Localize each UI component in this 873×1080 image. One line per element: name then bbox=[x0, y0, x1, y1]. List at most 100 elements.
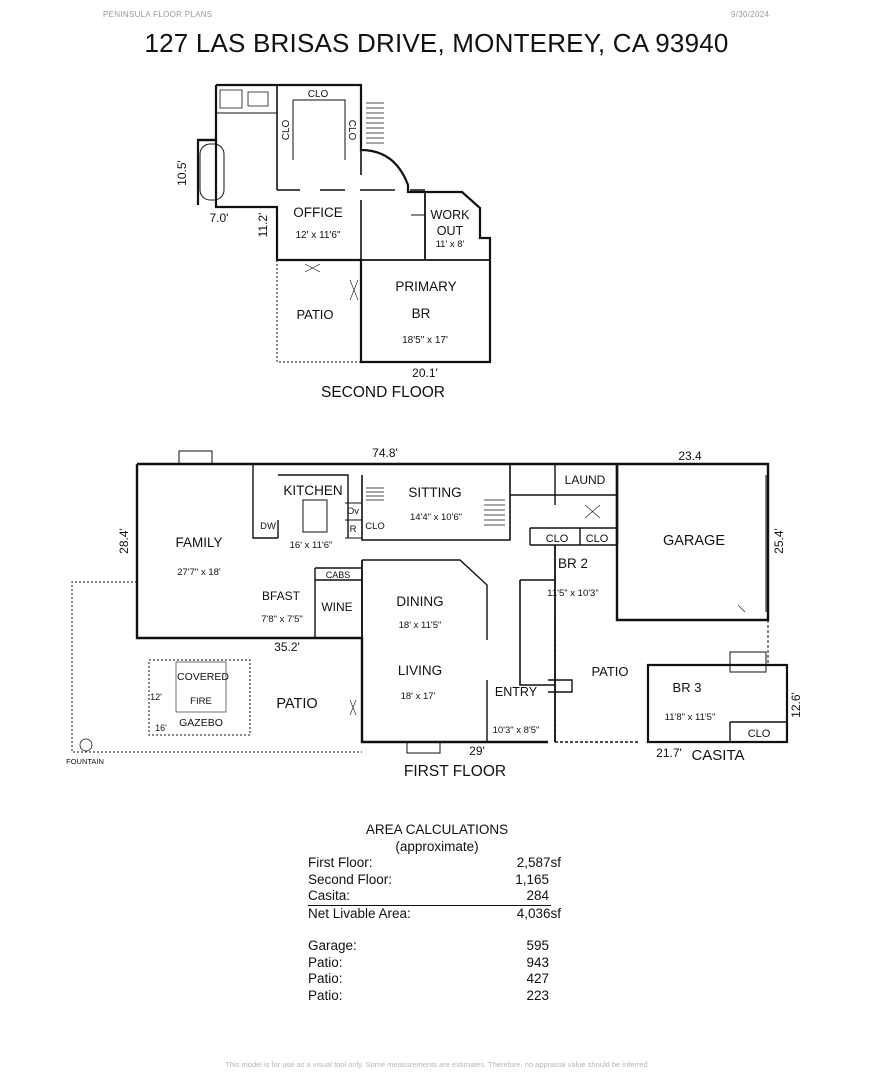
area-row-value: 4,036sf bbox=[516, 905, 561, 921]
living-label: LIVING bbox=[398, 663, 442, 678]
br2-dims: 11'5" x 10'3" bbox=[547, 588, 598, 599]
br3-clo-label: CLO bbox=[748, 728, 771, 740]
property-address: 127 LAS BRISAS DRIVE, MONTEREY, CA 93940 bbox=[144, 28, 729, 58]
cabs-label: CABS bbox=[326, 570, 351, 580]
area-row: Garage: 595 bbox=[308, 938, 561, 955]
wine-label: WINE bbox=[321, 600, 352, 614]
disclaimer: This model is for use as a visual tool o… bbox=[225, 1060, 648, 1069]
dining-label: DINING bbox=[396, 594, 443, 609]
dim-29: 29' bbox=[469, 744, 485, 758]
office-dims: 12' x 11'6" bbox=[296, 230, 341, 241]
kitchen-clo-label: CLO bbox=[365, 521, 385, 532]
dim-7-0: 7.0' bbox=[210, 211, 229, 225]
dim-23-4: 23.4 bbox=[678, 449, 702, 463]
area-row-value: 2,587sf bbox=[516, 855, 561, 870]
family-dims: 27'7" x 18' bbox=[177, 567, 221, 578]
first-floor-title: FIRST FLOOR bbox=[404, 763, 506, 780]
mid-patio-label: PATIO bbox=[591, 664, 628, 679]
area-subtitle: (approximate) bbox=[395, 838, 479, 854]
area-row: Patio: 427 bbox=[308, 971, 561, 988]
area-row-total: Net Livable Area: 4,036sf bbox=[308, 906, 561, 923]
dw-label: DW bbox=[260, 521, 276, 532]
primary-label-line2: BR bbox=[412, 306, 431, 321]
dim-25-4: 25.4' bbox=[772, 528, 786, 554]
area-row-value: 595 bbox=[526, 938, 549, 953]
area-row: Patio: 223 bbox=[308, 988, 561, 1005]
entry-label: ENTRY bbox=[495, 685, 538, 699]
dining-dims: 18' x 11'5" bbox=[399, 620, 442, 631]
gazebo-line2: FIRE bbox=[190, 696, 212, 707]
garage-label: GARAGE bbox=[663, 533, 725, 549]
area-row-label: First Floor: bbox=[308, 855, 373, 870]
second-floor-clo-right-label: CLO bbox=[346, 120, 357, 141]
living-dims: 18' x 17' bbox=[401, 691, 436, 702]
area-row-label: Garage: bbox=[308, 938, 357, 953]
sitting-dims: 14'4" x 10'6" bbox=[410, 512, 462, 523]
dim-20-1: 20.1' bbox=[412, 366, 438, 380]
gazebo-dim-16: 16' bbox=[155, 723, 167, 733]
area-row-value: 943 bbox=[526, 954, 549, 970]
workout-label-line1: WORK bbox=[431, 208, 471, 222]
area-row-label: Net Livable Area: bbox=[308, 905, 411, 921]
left-patio-label: PATIO bbox=[276, 696, 317, 712]
primary-label-line1: PRIMARY bbox=[395, 279, 456, 294]
area-row: Second Floor: 1,165 bbox=[308, 872, 561, 889]
dim-21-7: 21.7' bbox=[656, 746, 682, 760]
second-floor-clo-top-label: CLO bbox=[308, 89, 329, 100]
area-row-label: Patio: bbox=[308, 954, 343, 970]
area-row-label: Patio: bbox=[308, 971, 343, 986]
refrigerator-label: R bbox=[350, 524, 357, 535]
br2-clo1-label: CLO bbox=[546, 533, 569, 545]
laundry-label: LAUND bbox=[565, 473, 606, 487]
dim-74-8: 74.8' bbox=[372, 446, 398, 460]
dim-10-5: 10.5' bbox=[175, 160, 189, 186]
second-floor-clo-left-label: CLO bbox=[281, 119, 292, 140]
family-label: FAMILY bbox=[175, 535, 222, 550]
area-row-value: 427 bbox=[526, 971, 549, 986]
area-row-label: Patio: bbox=[308, 987, 343, 1003]
gazebo-dim-12: 12' bbox=[150, 692, 162, 702]
oven-label: Ov bbox=[347, 506, 359, 517]
workout-dims: 11' x 8' bbox=[436, 239, 465, 250]
area-calculations: AREA CALCULATIONS (approximate) First Fl… bbox=[308, 822, 578, 1004]
second-floor-patio-label: PATIO bbox=[296, 307, 333, 322]
plan-date: 9/30/2024 bbox=[731, 10, 770, 19]
fountain-label: FOUNTAIN bbox=[66, 757, 104, 766]
dim-35-2: 35.2' bbox=[274, 640, 300, 654]
dim-28-4: 28.4' bbox=[117, 528, 131, 554]
area-row: Patio: 943 bbox=[308, 955, 561, 972]
area-row-value: 1,165 bbox=[515, 871, 549, 887]
area-row-label: Casita: bbox=[308, 888, 351, 903]
br2-label: BR 2 bbox=[558, 556, 588, 571]
first-floor-labels: 74.8' 23.4 KITCHEN 16' x 11'6" DW Ov R C… bbox=[66, 446, 803, 780]
office-label: OFFICE bbox=[293, 205, 343, 220]
area-row-value: 223 bbox=[526, 987, 549, 1003]
dim-12-6: 12.6' bbox=[789, 692, 803, 718]
gazebo-line1: COVERED bbox=[177, 671, 229, 683]
br2-clo2-label: CLO bbox=[586, 533, 609, 545]
br3-label: BR 3 bbox=[673, 680, 702, 695]
primary-dims: 18'5" x 17' bbox=[402, 335, 448, 346]
kitchen-dims: 16' x 11'6" bbox=[290, 540, 333, 551]
workout-label-line2: OUT bbox=[437, 224, 464, 238]
company-name: PENINSULA FLOOR PLANS bbox=[103, 10, 213, 19]
entry-dims: 10'3" x 8'5" bbox=[493, 725, 540, 736]
first-floor-plan bbox=[71, 450, 789, 754]
bfast-dims: 7'8" x 7'5" bbox=[261, 614, 303, 625]
sitting-label: SITTING bbox=[408, 485, 461, 500]
dim-11-2: 11.2' bbox=[256, 213, 270, 238]
area-row: First Floor: 2,587sf bbox=[308, 855, 561, 872]
area-row-label: Second Floor: bbox=[308, 871, 393, 887]
br3-dims: 11'8" x 11'5" bbox=[665, 712, 716, 723]
casita-label: CASITA bbox=[691, 747, 744, 764]
area-title: AREA CALCULATIONS bbox=[365, 822, 509, 837]
area-row-value: 284 bbox=[526, 888, 549, 903]
second-floor-plan bbox=[196, 83, 492, 364]
kitchen-label: KITCHEN bbox=[283, 483, 342, 498]
second-floor-title: SECOND FLOOR bbox=[321, 384, 445, 401]
gazebo-line3: GAZEBO bbox=[179, 717, 223, 729]
second-floor-labels: CLO CLO CLO OFFICE 12' x 11'6" WORK OUT … bbox=[175, 89, 470, 401]
bfast-label: BFAST bbox=[262, 589, 301, 603]
area-row: Casita: 284 bbox=[308, 888, 551, 906]
